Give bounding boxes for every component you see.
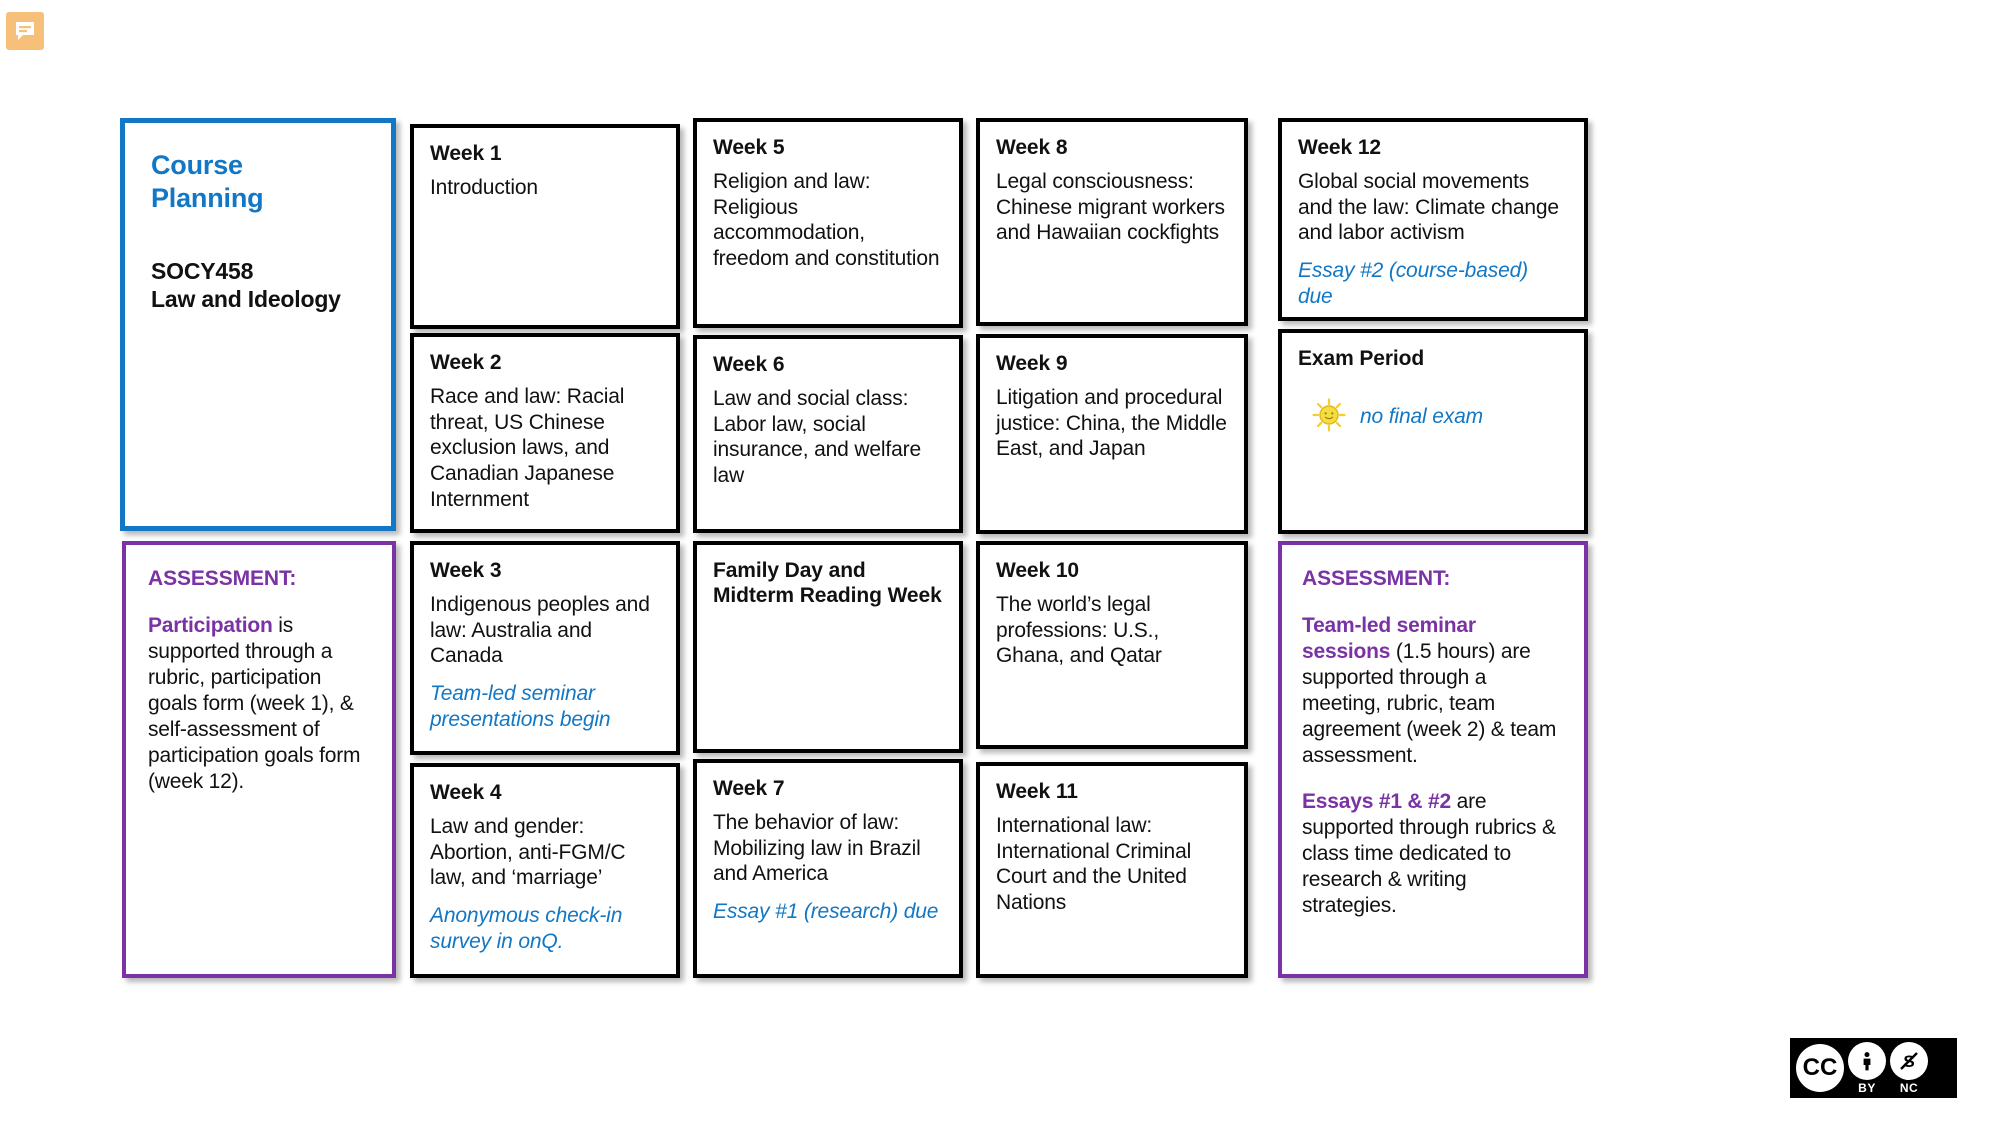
week-card-3-note: Team-led seminar presentations begin [430,682,611,732]
week-card-6-title: Week 6 [713,353,785,376]
week-card-12-note: Essay #2 (course-based) due [1298,259,1528,309]
assessment-card-right: ASSESSMENT: Team-led seminar sessions (1… [1278,541,1588,978]
week-card-3: Week 3 Indigenous peoples and law: Austr… [410,541,680,755]
week-card-9-body: Litigation and procedural justice: China… [996,385,1227,461]
assessment-card-left: ASSESSMENT: Participation is supported t… [122,541,396,978]
exam-period-title: Exam Period [1298,347,1425,370]
week-card-4-title: Week 4 [430,781,502,804]
cc-by-group: BY [1848,1041,1886,1095]
week-card-11-body: International law: International Crimina… [996,813,1192,915]
course-code: SOCY458 [151,257,254,284]
cc-by-label: BY [1858,1080,1876,1095]
week-card-8-title: Week 8 [996,136,1068,159]
week-card-8: Week 8 Legal consciousness: Chinese migr… [976,118,1248,326]
week-card-4-note: Anonymous check-in survey in onQ. [430,904,623,954]
course-planning-heading-line2: Planning [151,182,264,213]
assessment-right-emphasis-2: Essays #1 & #2 [1302,790,1451,814]
family-day-reading-week-title: Family Day and Midterm Reading Week [713,559,942,607]
assessment-left-paragraph: Participation is supported through a rub… [148,613,370,795]
week-card-8-body: Legal consciousness: Chinese migrant wor… [996,169,1225,245]
week-card-7: Week 7 The behavior of law: Mobilizing l… [693,759,963,978]
week-card-5-body: Religion and law: Religious accommodatio… [713,169,940,271]
assessment-right-heading: ASSESSMENT: [1302,567,1451,590]
week-card-1-body: Introduction [430,175,538,199]
assessment-right-paragraph-2: Essays #1 & #2 are supported through rub… [1302,789,1564,919]
week-card-2: Week 2 Race and law: Racial threat, US C… [410,333,680,533]
exam-period-card: Exam Period [1278,329,1588,534]
sun-icon [1312,398,1346,437]
exam-period-note: no final exam [1360,405,1483,429]
week-card-9-title: Week 9 [996,352,1068,375]
week-card-12-title: Week 12 [1298,136,1381,159]
week-card-11-title: Week 11 [996,780,1078,803]
assessment-left-heading: ASSESSMENT: [148,567,297,590]
week-card-2-body: Race and law: Racial threat, US Chinese … [430,384,625,512]
cc-nc-label: NC [1899,1080,1919,1095]
family-day-reading-week-card: Family Day and Midterm Reading Week [693,541,963,753]
week-card-6-body: Law and social class: Labor law, social … [713,386,921,488]
assessment-right-text-1: (1.5 hours) are supported through a meet… [1302,640,1557,768]
assessment-left-text: is supported through a rubric, participa… [148,614,361,794]
assessment-left-emphasis: Participation [148,614,273,637]
assessment-right-emphasis-1: Team-led seminar sessions [1302,614,1476,664]
cc-icon: CC [1796,1044,1844,1092]
cc-mark-text: CC [1802,1054,1838,1081]
week-card-2-title: Week 2 [430,351,502,374]
course-info-card: Course Planning SOCY458 Law and Ideology [120,118,396,531]
week-card-7-note: Essay #1 (research) due [713,900,939,924]
course-planning-heading-line1: Course [151,150,243,180]
course-title: Law and Ideology [151,286,341,313]
course-code-block: SOCY458 Law and Ideology [151,257,365,314]
week-card-1-title: Week 1 [430,142,502,165]
week-card-3-body: Indigenous peoples and law: Australia an… [430,592,650,668]
week-card-1: Week 1 Introduction [410,124,680,329]
noncommercial-icon: S [1890,1041,1928,1080]
week-card-10: Week 10 The world’s legal professions: U… [976,541,1248,749]
week-card-7-body: The behavior of law: Mobilizing law in B… [713,810,921,886]
week-card-4-body: Law and gender: Abortion, anti-FGM/C law… [430,814,626,890]
attribution-icon [1848,1041,1886,1080]
week-card-10-body: The world’s legal professions: U.S., Gha… [996,592,1162,668]
exam-period-note-row: no final exam [1298,398,1568,437]
week-card-12: Week 12 Global social movements and the … [1278,118,1588,321]
course-planning-heading: Course Planning [151,149,365,215]
week-card-11: Week 11 International law: International… [976,762,1248,978]
week-card-9: Week 9 Litigation and procedural justice… [976,334,1248,534]
week-card-10-title: Week 10 [996,559,1079,582]
cc-nc-group: S NC [1890,1041,1928,1095]
week-card-12-body: Global social movements and the law: Cli… [1298,169,1559,245]
course-planning-board: Course Planning SOCY458 Law and Ideology… [120,118,1588,978]
week-card-7-title: Week 7 [713,777,785,800]
creative-commons-license-badge[interactable]: CC BY S NC [1790,1038,1957,1098]
assessment-right-paragraph-1: Team-led seminar sessions (1.5 hours) ar… [1302,613,1564,769]
week-card-4: Week 4 Law and gender: Abortion, anti-FG… [410,763,680,978]
week-card-5-title: Week 5 [713,136,785,159]
comment-icon[interactable] [6,12,44,50]
assessment-right-text-2: are supported through rubrics & class ti… [1302,790,1556,918]
week-card-6: Week 6 Law and social class: Labor law, … [693,335,963,533]
week-card-5: Week 5 Religion and law: Religious accom… [693,118,963,328]
week-card-3-title: Week 3 [430,559,502,582]
